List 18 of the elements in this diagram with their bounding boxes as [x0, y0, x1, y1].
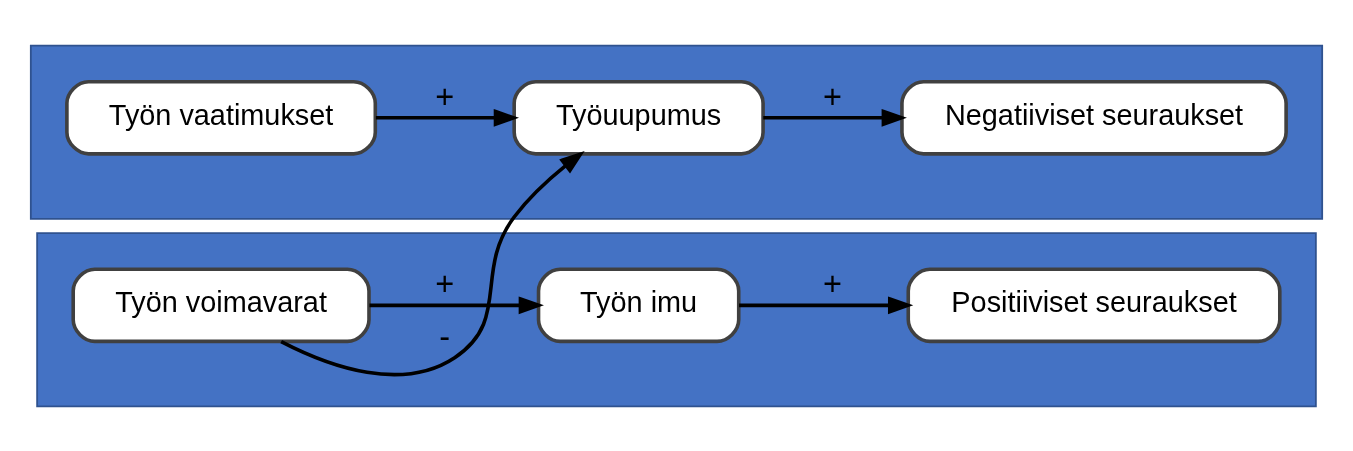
- node-box: Työn voimavarat: [71, 267, 371, 343]
- edge-label: +: [823, 78, 842, 115]
- arrow: [739, 296, 914, 314]
- arrow: [369, 296, 544, 314]
- node-box: Negatiiviset seuraukset: [900, 79, 1288, 156]
- arrow: [763, 108, 907, 127]
- edge-label: +: [435, 265, 455, 302]
- cluster: [29, 44, 1324, 220]
- arrow: [280, 150, 585, 376]
- cluster: [36, 231, 1317, 407]
- edge-label: -: [439, 318, 451, 355]
- edge-label: +: [823, 265, 842, 302]
- node-box: Työn imu: [536, 267, 741, 343]
- node-box: Työuupumus: [512, 79, 765, 156]
- edge-label: +: [435, 78, 455, 115]
- node-box: Työn vaatimukset: [65, 79, 378, 156]
- arrow: [375, 108, 519, 127]
- node-box: Positiiviset seuraukset: [906, 267, 1282, 343]
